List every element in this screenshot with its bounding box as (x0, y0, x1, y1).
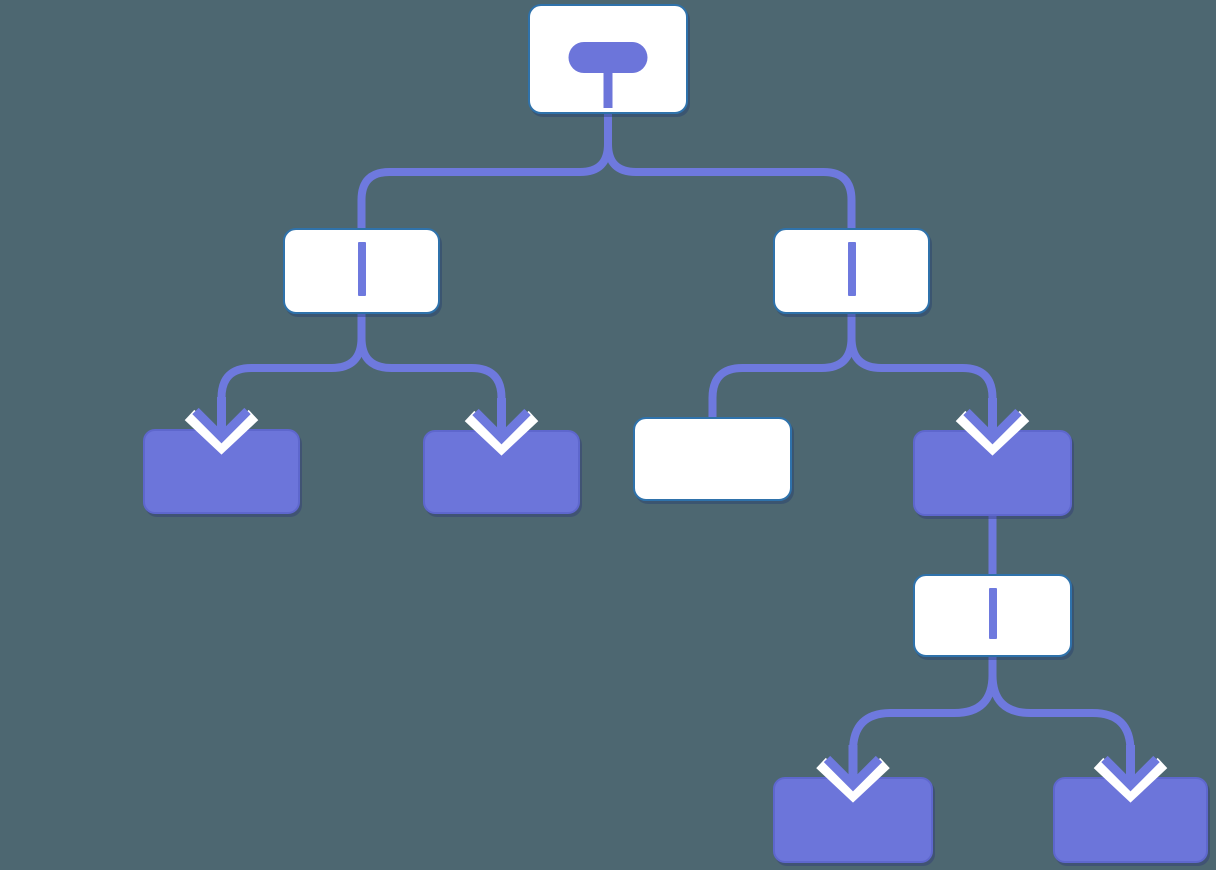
connector-edge (604, 112, 856, 232)
target-node-5[interactable] (1053, 777, 1208, 863)
connector-edge (357, 112, 612, 232)
passthrough-line-icon (988, 588, 997, 639)
root-node[interactable] (528, 4, 688, 114)
connector-edge (357, 312, 506, 428)
plain-node[interactable] (633, 417, 792, 501)
passthrough-line-icon (847, 242, 856, 296)
connector-edge (217, 312, 366, 427)
branch-node-right[interactable] (773, 228, 930, 314)
target-node-4[interactable] (773, 777, 933, 863)
target-node-3[interactable] (913, 430, 1072, 516)
branch-node-left[interactable] (283, 228, 440, 314)
connector-edge (988, 655, 1135, 775)
passthrough-line-icon (357, 242, 366, 296)
connector-edge (708, 312, 856, 421)
connector-edge (849, 655, 997, 775)
pill-stem-icon (603, 70, 613, 108)
pill-icon (568, 42, 648, 73)
branch-node-bottom[interactable] (913, 574, 1072, 657)
target-node-1[interactable] (143, 429, 300, 514)
connector-edge (847, 312, 997, 428)
target-node-2[interactable] (423, 430, 580, 514)
